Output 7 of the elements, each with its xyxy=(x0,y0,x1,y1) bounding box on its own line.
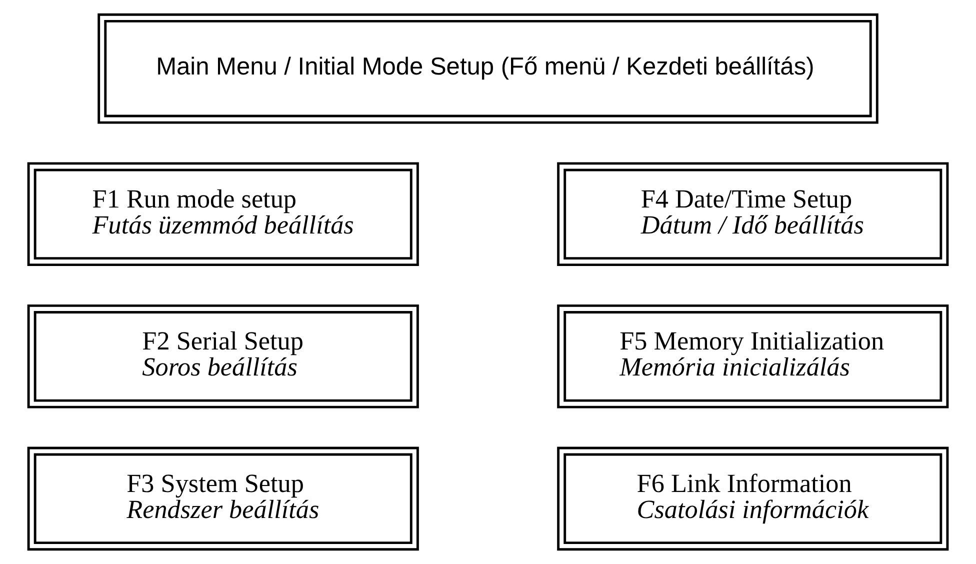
node-box: F6 Link Information Csatolási információk xyxy=(557,446,949,551)
node-box: F3 System Setup Rendszer beállítás xyxy=(27,446,419,551)
node-box: F1 Run mode setup Futás üzemmód beállítás xyxy=(27,162,419,266)
node-box: F2 Serial Setup Soros beállítás xyxy=(27,304,419,408)
node-box: Main Menu / Initial Mode Setup (Fő menü / Kezdeti beállítás) xyxy=(98,13,878,124)
node-box: F5 Memory Initialization Memória inicializálás xyxy=(557,304,949,408)
node-box: F4 Date/Time Setup Dátum / Idő beállítás xyxy=(557,162,949,266)
